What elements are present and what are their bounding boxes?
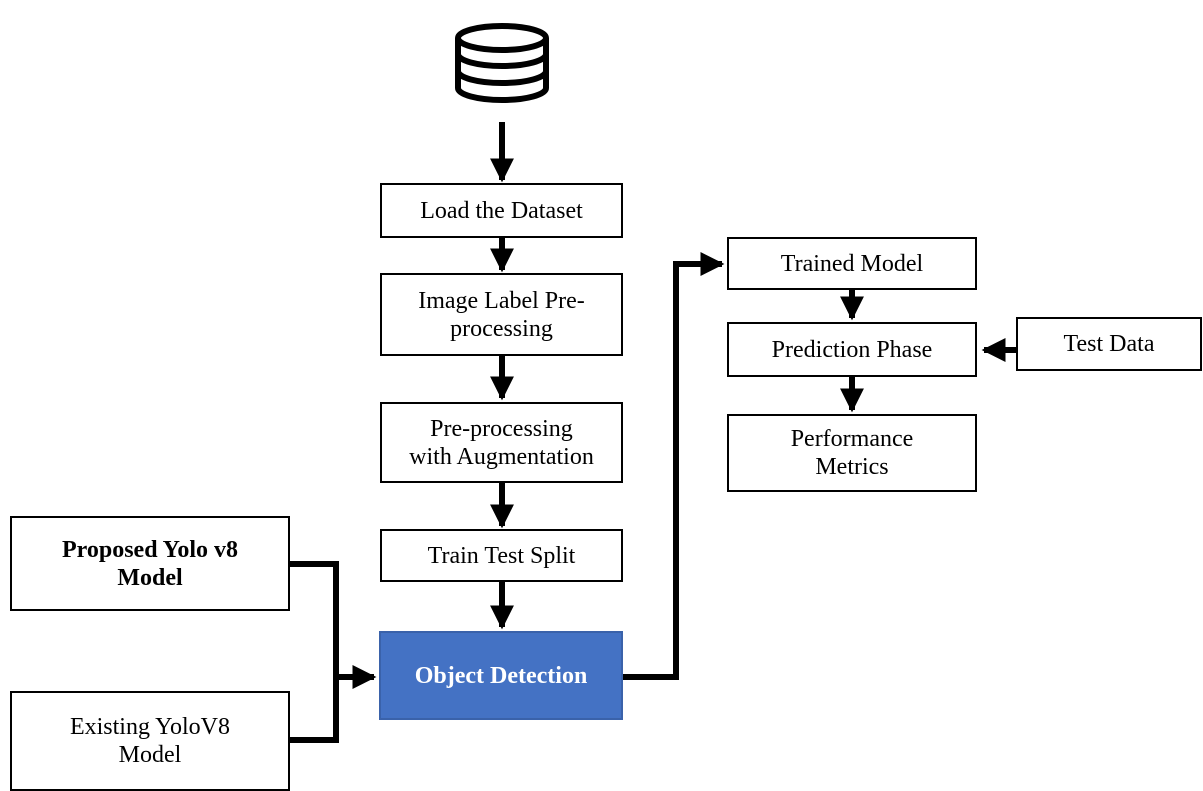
trained-model-step: Trained Model (727, 237, 977, 290)
proposed-model-box: Proposed Yolo v8 Model (10, 516, 290, 611)
preprocessing-augmentation-label: Pre-processing with Augmentation (409, 415, 594, 470)
load-dataset-label: Load the Dataset (420, 197, 583, 224)
train-test-split-label: Train Test Split (427, 542, 576, 569)
performance-metrics-label: Performance Metrics (790, 426, 914, 480)
prediction-phase-step: Prediction Phase (727, 322, 977, 377)
test-data-label: Test Data (1063, 331, 1155, 357)
preprocessing-augmentation-step: Pre-processing with Augmentation (380, 402, 623, 483)
image-label-preprocessing-step: Image Label Pre- processing (380, 273, 623, 356)
performance-metrics-step: Performance Metrics (727, 414, 977, 492)
arrow-existing-to-detection (290, 674, 374, 743)
arrow-detection-to-trained (622, 252, 725, 680)
train-test-split-step: Train Test Split (380, 529, 623, 582)
load-dataset-step: Load the Dataset (380, 183, 623, 238)
prediction-phase-label: Prediction Phase (771, 336, 933, 363)
object-detection-label: Object Detection (414, 662, 588, 689)
proposed-model-label: Proposed Yolo v8 Model (61, 536, 238, 591)
image-label-preprocessing-label: Image Label Pre- processing (418, 287, 585, 342)
existing-model-label: Existing YoloV8 Model (69, 714, 231, 768)
object-detection-step: Object Detection (379, 631, 623, 720)
database-icon (455, 23, 549, 103)
trained-model-label: Trained Model (780, 250, 924, 277)
test-data-box: Test Data (1016, 317, 1202, 371)
existing-model-box: Existing YoloV8 Model (10, 691, 290, 791)
arrow-proposed-to-detection (290, 561, 377, 689)
